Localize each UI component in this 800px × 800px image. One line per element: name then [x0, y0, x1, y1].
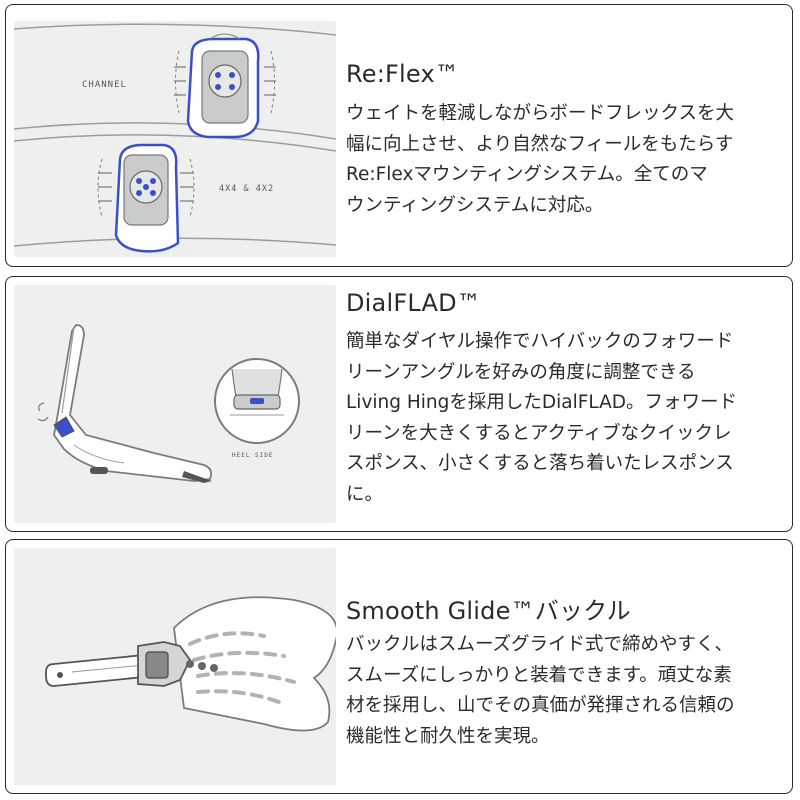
- smooth-glide-illustration: [14, 548, 336, 785]
- reflex-illustration: CHANNEL 4X4 & 4X2: [14, 21, 336, 257]
- ladder-strap: [45, 653, 155, 687]
- buckle-image: [45, 596, 336, 732]
- mount-type-label: 4X4 & 4X2: [219, 184, 274, 194]
- heel-side-label: HEEL SIDE: [232, 452, 274, 459]
- description-line: に。: [346, 483, 384, 505]
- description-line: 簡単なダイヤル操作でハイバックのフォワード: [346, 331, 734, 352]
- description-line: 幅に向上させ、より自然なフィールをもたらす: [346, 133, 734, 155]
- feature-title: Re:Flex™: [346, 60, 460, 88]
- description-line: リーンを大きくするとアクティブなクイックレ: [346, 422, 732, 444]
- feature-card-dialflad: HEEL SIDE DialFLAD™ 簡単なダイヤル操作でハイバックのフォワー…: [5, 276, 793, 532]
- description-line: Living Hingを採用したDialFLAD。フォワード: [346, 392, 738, 413]
- feature-description: 簡単なダイヤル操作でハイバックのフォワード リーンアングルを好みの角度に調整でき…: [346, 327, 786, 510]
- description-line: リーンアングルを好みの角度に調整できる: [346, 361, 696, 383]
- dial-detail-zoom: HEEL SIDE: [214, 358, 300, 459]
- feature-title: DialFLAD™: [346, 289, 481, 317]
- description-line: 材を採用し、山でその真価が発揮される信頼の: [346, 695, 735, 716]
- dialflad-illustration: HEEL SIDE: [14, 285, 336, 523]
- reflex-mount-image: CHANNEL 4X4 & 4X2: [14, 23, 336, 253]
- ankle-strap: [173, 596, 336, 732]
- description-line: ウンティングシステムに対応。: [346, 194, 604, 216]
- highback-profile: [37, 324, 213, 483]
- buckle-body: [137, 641, 218, 687]
- description-line: バックルはスムーズグライド式で締めやすく、: [346, 634, 734, 655]
- feature-card-reflex: CHANNEL 4X4 & 4X2: [5, 4, 793, 267]
- channel-label: CHANNEL: [82, 80, 127, 90]
- upper-binding-baseplate: [174, 33, 276, 139]
- description-line: Re:Flexマウンティングシステム。全てのマ: [346, 164, 708, 185]
- description-line: 機能性と耐久性を実現。: [346, 725, 550, 747]
- feature-description: バックルはスムーズグライド式で締めやすく、 スムーズにしっかりと装着できます。頑…: [346, 630, 786, 752]
- description-line: ウェイトを軽減しながらボードフレックスを大: [346, 103, 734, 124]
- dialflad-highback-image: HEEL SIDE: [37, 324, 300, 483]
- lower-binding-baseplate: [97, 143, 195, 253]
- feature-title: Smooth Glide™バックル: [346, 597, 631, 625]
- feature-card-smooth-glide: Smooth Glide™バックル バックルはスムーズグライド式で締めやすく、 …: [5, 539, 793, 794]
- description-line: スポンス、小さくすると落ち着いたレスポンス: [346, 453, 734, 474]
- feature-description: ウェイトを軽減しながらボードフレックスを大 幅に向上させ、より自然なフィールをも…: [346, 99, 786, 221]
- description-line: スムーズにしっかりと装着できます。頑丈な素: [346, 664, 732, 686]
